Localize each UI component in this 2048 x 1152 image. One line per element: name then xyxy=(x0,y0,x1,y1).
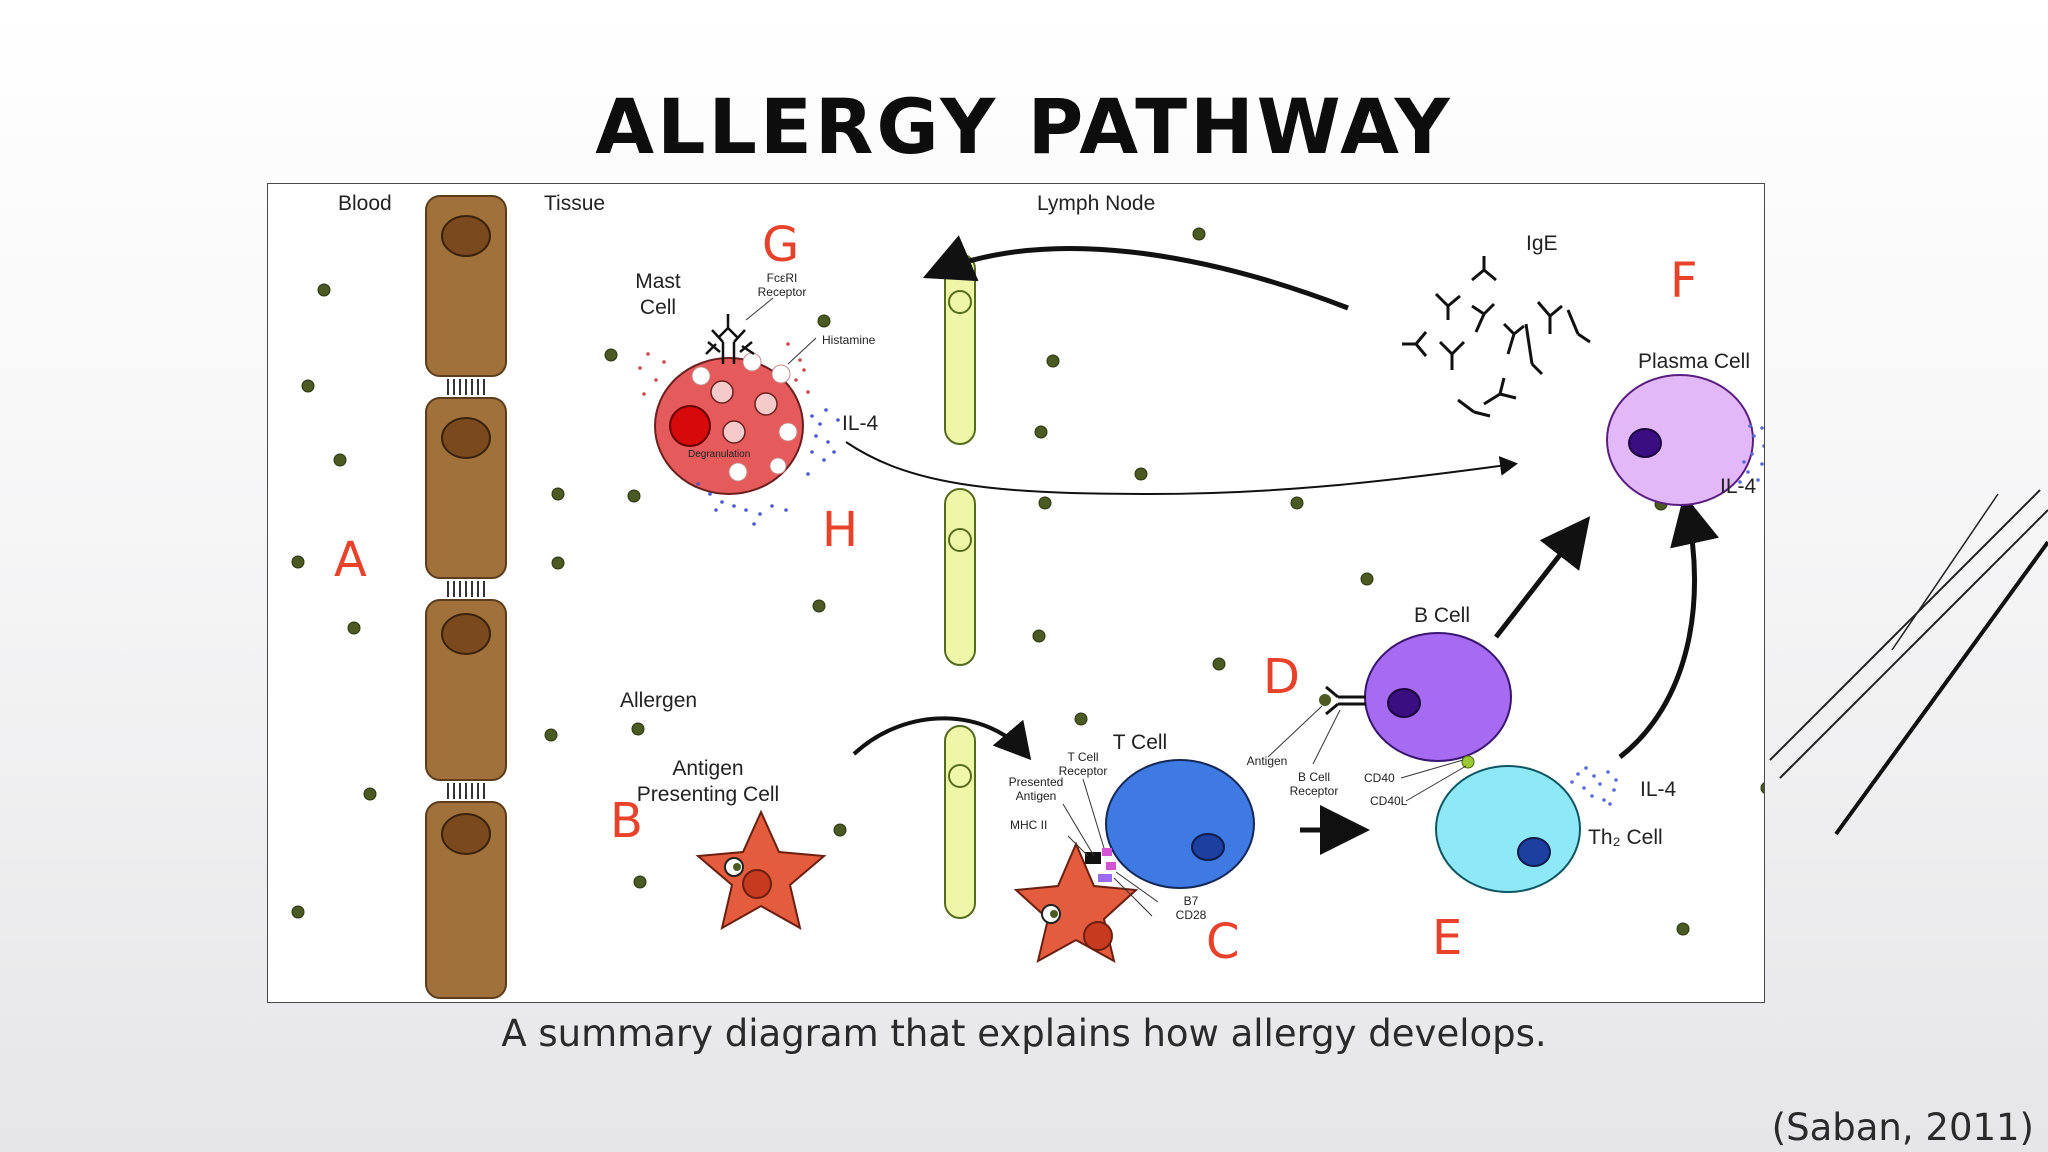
t-cell-callout-lines xyxy=(1062,778,1159,917)
apc-label-line1: Antigen xyxy=(672,757,743,780)
fceri-receptor xyxy=(705,314,755,364)
il4-label-f: IL-4 xyxy=(1720,475,1757,498)
plasma-cell-label: Plasma Cell xyxy=(1638,350,1750,373)
mast-cell-label-line2: Cell xyxy=(640,296,676,319)
apc-to-tcell-arrow xyxy=(852,716,1032,761)
cd40l-label: CD40L xyxy=(1370,794,1408,808)
tcr-mhc-complex xyxy=(1085,848,1116,882)
b7-label: B7 xyxy=(1184,894,1199,908)
bcr-label-line2: Receptor xyxy=(1290,784,1339,798)
b-cell-antigen xyxy=(1319,694,1331,706)
fceri-label-line1: FcεRI xyxy=(767,271,798,285)
tcr-label-line1: T Cell xyxy=(1067,750,1098,764)
fceri-callout-line xyxy=(745,297,774,321)
degranulation-label: Degranulation xyxy=(688,449,750,460)
stage-letter-e: E xyxy=(1432,910,1462,966)
region-blood-label: Blood xyxy=(338,192,392,215)
fceri-label-line2: Receptor xyxy=(758,285,807,299)
b-cell-receptor xyxy=(1325,685,1366,716)
il4-dots-e xyxy=(1570,766,1618,806)
stage-letter-a: A xyxy=(334,532,367,588)
t-cell-nucleus xyxy=(1191,833,1225,861)
stage-letter-c: C xyxy=(1206,914,1240,970)
th2-cell-label: Th₂ Cell xyxy=(1588,826,1663,849)
apc-at-tcell xyxy=(1013,841,1139,963)
figure-caption: A summary diagram that explains how alle… xyxy=(501,1012,1547,1055)
il4-dots-f xyxy=(1738,424,1764,484)
il4-dots-h xyxy=(696,408,840,526)
antigen-presenting-cell xyxy=(695,809,827,930)
th2-cell-nucleus xyxy=(1517,837,1551,867)
blood-vessel-wall xyxy=(425,195,507,999)
th2-cell xyxy=(1435,765,1581,893)
b-cell-callout-lines xyxy=(1267,705,1341,765)
mast-cell xyxy=(654,352,804,495)
b-cell xyxy=(1364,632,1512,762)
bcell-to-plasma-arrow xyxy=(1494,516,1591,639)
cd40-callout-lines xyxy=(1400,759,1467,802)
presented-antigen-label-line2: Antigen xyxy=(1016,789,1057,803)
presented-antigen-label-line1: Presented xyxy=(1009,775,1064,789)
t-cell-label: T Cell xyxy=(1113,731,1167,754)
region-tissue-label: Tissue xyxy=(544,192,605,215)
allergen-particles xyxy=(291,227,1764,936)
allergen-label: Allergen xyxy=(620,689,697,712)
mast-cell-label-line1: Mast xyxy=(635,270,681,293)
stage-letter-f: F xyxy=(1670,253,1698,309)
stage-letter-g: G xyxy=(762,217,799,273)
slide-title: ALLERGY PATHWAY xyxy=(595,82,1453,171)
lymph-vessels xyxy=(944,253,976,919)
ige-to-mast-cell-arrow xyxy=(922,235,1349,311)
tcr-label-line2: Receptor xyxy=(1059,764,1108,778)
bcr-label-line1: B Cell xyxy=(1298,770,1330,784)
decorative-corner-lines xyxy=(1769,489,2048,836)
stage-letter-h: H xyxy=(822,502,858,558)
allergy-pathway-diagram: Blood Tissue Lymph Node xyxy=(267,183,1765,1003)
plasma-cell-nucleus xyxy=(1628,428,1662,458)
histamine-callout-line xyxy=(787,337,817,365)
diagram-canvas: Blood Tissue Lymph Node xyxy=(291,192,1764,999)
antigen-label: Antigen xyxy=(1247,754,1288,768)
il4-label-e: IL-4 xyxy=(1640,778,1677,801)
cd40-cd40l-contact xyxy=(1461,755,1475,769)
b-cell-nucleus xyxy=(1387,688,1421,718)
stage-letter-b: B xyxy=(610,793,643,849)
ige-antibodies xyxy=(1402,256,1591,418)
apc-label-line2: Presenting Cell xyxy=(637,783,779,806)
mhc-label: MHC II xyxy=(1010,818,1047,832)
region-lymph-node-label: Lymph Node xyxy=(1037,192,1155,215)
th2-to-plasma-arrow xyxy=(1618,494,1719,759)
ige-label: IgE xyxy=(1526,232,1558,255)
t-cell xyxy=(1105,759,1255,889)
citation: (Saban, 2011) xyxy=(1771,1106,2034,1149)
cd40-label: CD40 xyxy=(1364,771,1395,785)
stage-letter-d: D xyxy=(1263,649,1300,705)
mast-cell-to-plasma-arrow xyxy=(845,441,1518,496)
histamine-dots xyxy=(638,342,810,396)
il4-label-h: IL-4 xyxy=(842,412,879,435)
b-cell-label: B Cell xyxy=(1414,604,1470,627)
histamine-label: Histamine xyxy=(822,333,876,347)
cd28-label: CD28 xyxy=(1176,908,1207,922)
plasma-cell xyxy=(1606,374,1754,506)
